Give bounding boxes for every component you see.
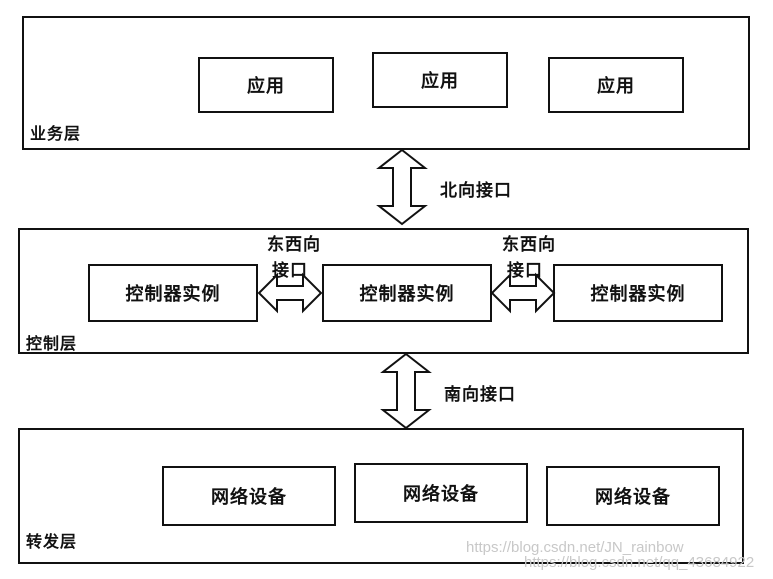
forwarding-layer-label: 转发层 bbox=[26, 532, 78, 551]
app-box: 应用 bbox=[548, 57, 684, 113]
eastwest-arrow bbox=[257, 272, 323, 314]
northbound-interface-label: 北向接口 bbox=[440, 181, 512, 201]
watermark: https://blog.csdn.net/JN_rainbow https:/… bbox=[466, 539, 754, 571]
eastwest-label-line1: 东西向 bbox=[502, 235, 556, 255]
network-device-box: 网络设备 bbox=[354, 463, 528, 523]
watermark-line2: https://blog.csdn.net/qq_43684922 bbox=[524, 554, 755, 571]
control-layer-label: 控制层 bbox=[26, 334, 78, 353]
controller-instance-box: 控制器实例 bbox=[88, 264, 258, 322]
eastwest-label-line1: 东西向 bbox=[267, 235, 321, 255]
controller-instance-box: 控制器实例 bbox=[322, 264, 492, 322]
eastwest-interface-label: 东西向 接口 bbox=[254, 232, 334, 284]
eastwest-label-line2: 接口 bbox=[272, 261, 308, 281]
eastwest-label-line2: 接口 bbox=[507, 261, 543, 281]
business-layer-label: 业务层 bbox=[30, 124, 82, 143]
eastwest-interface-label: 东西向 接口 bbox=[489, 232, 569, 284]
network-device-box: 网络设备 bbox=[546, 466, 720, 526]
eastwest-arrow bbox=[490, 272, 556, 314]
network-device-box: 网络设备 bbox=[162, 466, 336, 526]
southbound-arrow bbox=[380, 352, 432, 430]
app-box: 应用 bbox=[372, 52, 508, 108]
watermark-line1: https://blog.csdn.net/JN_rainbow bbox=[466, 539, 684, 556]
southbound-interface-label: 南向接口 bbox=[444, 385, 516, 405]
northbound-arrow bbox=[376, 148, 428, 226]
controller-instance-box: 控制器实例 bbox=[553, 264, 723, 322]
app-box: 应用 bbox=[198, 57, 334, 113]
